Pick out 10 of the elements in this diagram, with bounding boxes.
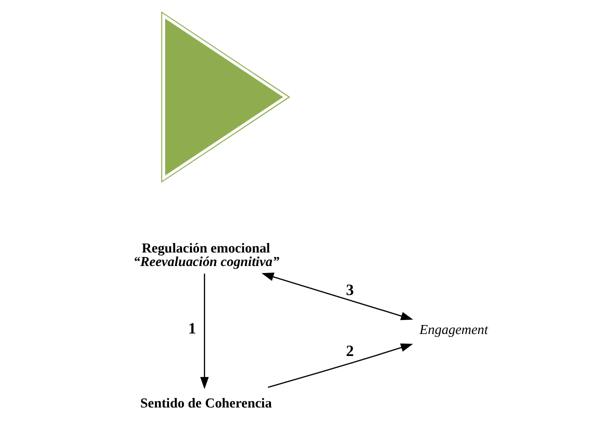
node-text: Engagement xyxy=(420,322,488,338)
edge-label: 1 xyxy=(188,320,196,338)
arrow xyxy=(262,272,414,320)
node-triangle xyxy=(161,11,290,183)
node-text: Regulación emocional “Reevaluación cognitiva” xyxy=(133,240,280,269)
node-text: Sentido de Coherencia xyxy=(140,396,272,411)
edge-label: 2 xyxy=(346,342,354,360)
arrow xyxy=(268,344,414,388)
arrow xyxy=(200,274,209,390)
edge-label: 3 xyxy=(346,282,354,300)
